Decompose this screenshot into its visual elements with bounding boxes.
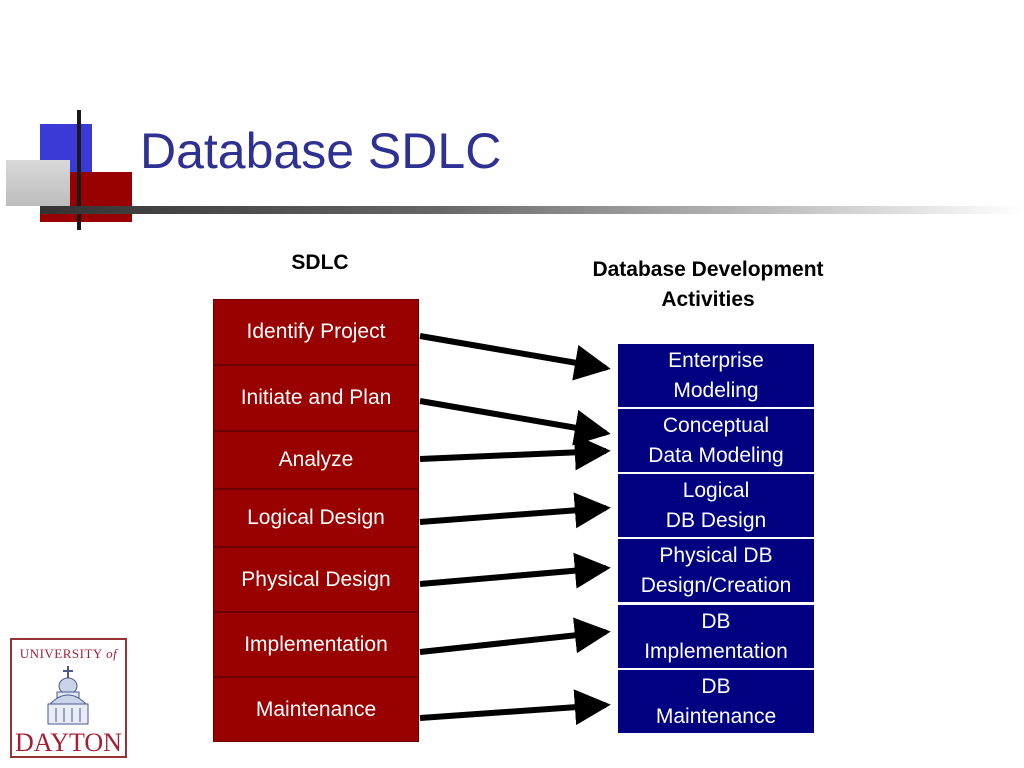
deco-gray-bar [6, 160, 70, 206]
sdlc-step-initiate-and-plan: Initiate and Plan [213, 365, 419, 431]
university-logo: UNIVERSITY of DAYTON [10, 638, 127, 758]
sdlc-step-identify-project: Identify Project [213, 299, 419, 365]
arrow-logical-to-logical-db [419, 492, 611, 529]
db-activity-physical-db-design: Physical DB Design/Creation [617, 538, 815, 603]
logo-of-word: of [106, 646, 118, 661]
db-activity-db-maintenance: DB Maintenance [617, 669, 815, 734]
db-activities-heading: Database Development Activities [592, 258, 824, 311]
logo-dayton-text: DAYTON [15, 728, 122, 757]
db-activity-logical-db-design: Logical DB Design [617, 473, 815, 538]
sdlc-step-maintenance: Maintenance [213, 677, 419, 742]
arrow-initiate-to-conceptual [419, 398, 611, 446]
sdlc-step-implementation: Implementation [213, 612, 419, 677]
deco-title-rule [40, 206, 1024, 214]
arrow-identify-to-enterprise [419, 333, 611, 381]
deco-vertical-line [77, 110, 81, 230]
sdlc-step-analyze: Analyze [213, 431, 419, 489]
db-activity-conceptual-data-modeling: Conceptual Data Modeling [617, 408, 815, 473]
chapel-dome-icon [47, 666, 89, 725]
db-activity-db-implementation: DB Implementation [617, 604, 815, 669]
sdlc-step-logical-design: Logical Design [213, 489, 419, 547]
arrow-maintenance-to-db-maintenance [419, 689, 611, 726]
sdlc-heading: SDLC [291, 251, 349, 274]
db-activity-enterprise-modeling: Enterprise Modeling [617, 343, 815, 408]
logo-university-text: UNIVERSITY of [12, 646, 125, 662]
logo-university-word: UNIVERSITY [19, 646, 103, 661]
arrow-physical-to-physical-db [419, 552, 611, 589]
arrow-implementation-to-db-implementation [419, 617, 611, 655]
page-title: Database SDLC [140, 123, 502, 179]
arrow-analyze-to-conceptual [419, 434, 611, 471]
sdlc-step-physical-design: Physical Design [213, 547, 419, 612]
